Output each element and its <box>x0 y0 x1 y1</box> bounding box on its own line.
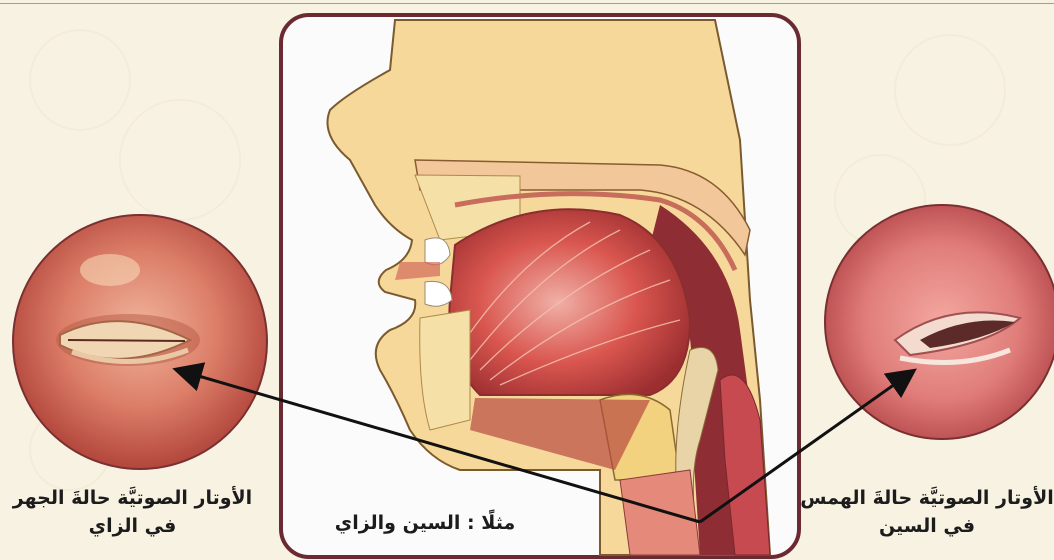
voiced-caption-line1: الأوتار الصوتيَّة حالةَ الجهر <box>0 484 265 512</box>
voiceless-caption-line1: الأوتار الصوتيَّة حالةَ الهمس <box>800 484 1054 512</box>
example-label: مثلًا : السين والزاي <box>300 512 550 534</box>
voiced-caption: الأوتار الصوتيَّة حالةَ الجهر في الزاي <box>0 484 265 540</box>
vocal-cords-closed-image <box>13 215 267 469</box>
voiced-caption-line2: في الزاي <box>0 512 265 540</box>
voiceless-caption-line2: في السين <box>800 512 1054 540</box>
vocal-cords-open-image <box>825 205 1054 439</box>
voiceless-caption: الأوتار الصوتيَّة حالةَ الهمس في السين <box>800 484 1054 540</box>
